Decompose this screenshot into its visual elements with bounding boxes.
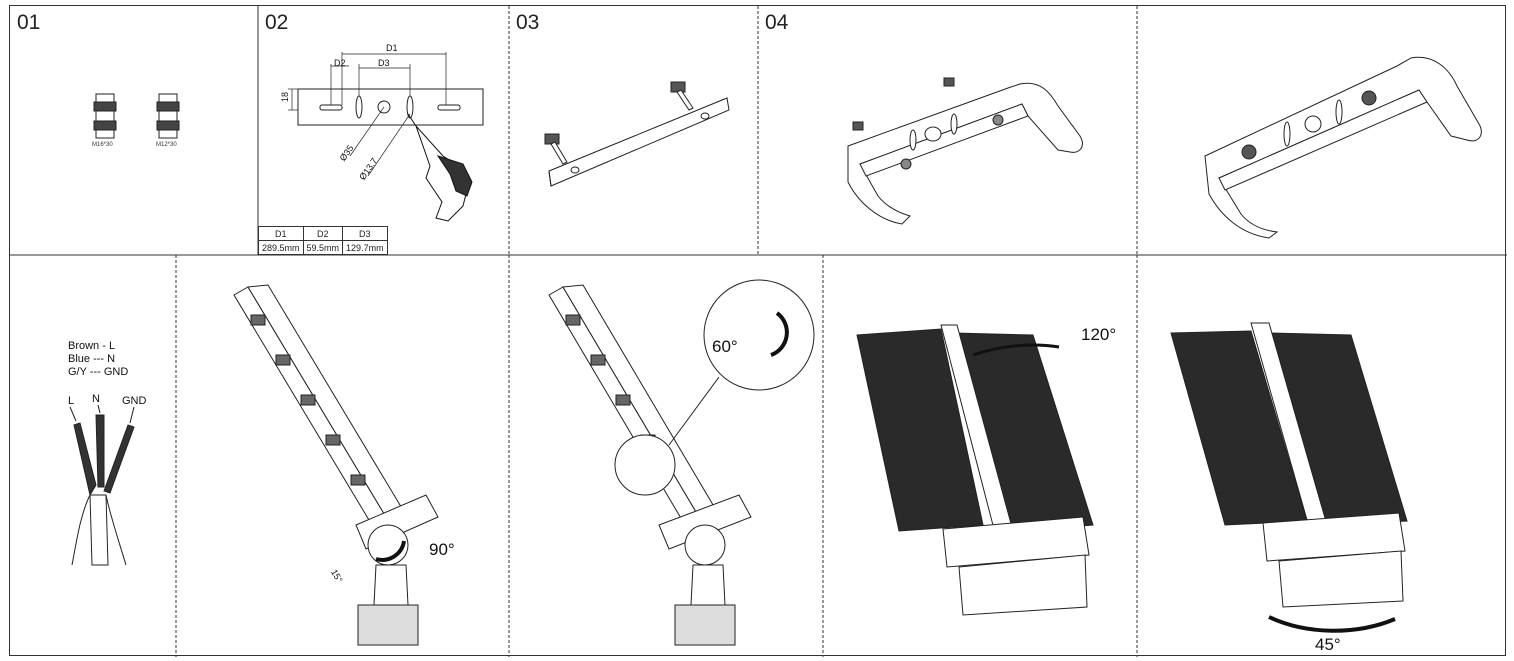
- step-number: 03: [516, 11, 540, 34]
- angle-60: 60°: [712, 337, 738, 356]
- instruction-sheet: 01 M16*30 M12*30 02: [9, 5, 1507, 657]
- plate-with-bolts-drawing: [544, 81, 730, 187]
- adjust-panel: 60°: [509, 255, 823, 657]
- u-bracket-bolts-drawing: [847, 77, 1083, 225]
- tilt-90-drawing: [233, 284, 439, 646]
- step-04b-panel: [1137, 6, 1507, 255]
- wiring-panel: Brown - L Blue --- N G/Y --- GND L N GND: [10, 255, 176, 657]
- rotate-panel: 120°: [823, 255, 1137, 657]
- table-header: D1: [258, 226, 304, 241]
- cable-drawing: [69, 404, 135, 566]
- terminal-gnd: GND: [122, 395, 147, 407]
- wiring-line-gy: G/Y --- GND: [68, 366, 129, 378]
- u-bracket-assembled-drawing: [1204, 56, 1482, 239]
- step-number: 01: [17, 11, 41, 34]
- adjust-60-drawing: [548, 279, 815, 646]
- mounting-plate-drawing: [288, 52, 484, 222]
- table-cell: 129.7mm: [342, 240, 388, 255]
- angle-90: 90°: [429, 540, 455, 559]
- step-03-panel: 03: [509, 6, 758, 255]
- table-cell: 289.5mm: [258, 240, 304, 255]
- terminal-n: N: [92, 393, 100, 405]
- dim-height-label: 18: [280, 91, 291, 103]
- wiring-legend: Brown - L Blue --- N G/Y --- GND: [68, 340, 128, 379]
- step-number: 02: [265, 11, 289, 34]
- step-02-panel: 02: [258, 6, 509, 255]
- step-04-panel: 04: [758, 6, 1137, 255]
- dimension-table: D1 D2 D3 289.5mm 59.5mm 129.7mm: [258, 226, 388, 255]
- bolts-drawing: [93, 93, 180, 139]
- table-header: D3: [342, 226, 388, 241]
- swivel-45-drawing: [1170, 322, 1408, 633]
- table-cell: 59.5mm: [302, 240, 344, 255]
- step-01-panel: 01 M16*30 M12*30: [10, 6, 258, 255]
- angle-120: 120°: [1081, 325, 1117, 344]
- dim-d2-label: D2: [334, 58, 346, 68]
- terminal-l: L: [68, 395, 75, 407]
- bolt-label-right: M12*30: [156, 142, 177, 148]
- rotate-120-drawing: [856, 324, 1094, 616]
- table-header: D2: [302, 226, 344, 241]
- wiring-line-brown: Brown - L: [68, 340, 116, 352]
- swivel-panel: 45°: [1137, 255, 1507, 657]
- dim-d3-label: D3: [378, 58, 390, 68]
- tilt-panel: 90° 15°: [176, 255, 509, 657]
- bolt-label-left: M16*30: [92, 142, 113, 148]
- grid-lines: [10, 6, 1507, 657]
- step-number: 04: [765, 11, 789, 34]
- dim-d1-label: D1: [386, 43, 398, 53]
- angle-45: 45°: [1315, 635, 1341, 654]
- wiring-line-blue: Blue --- N: [68, 353, 116, 365]
